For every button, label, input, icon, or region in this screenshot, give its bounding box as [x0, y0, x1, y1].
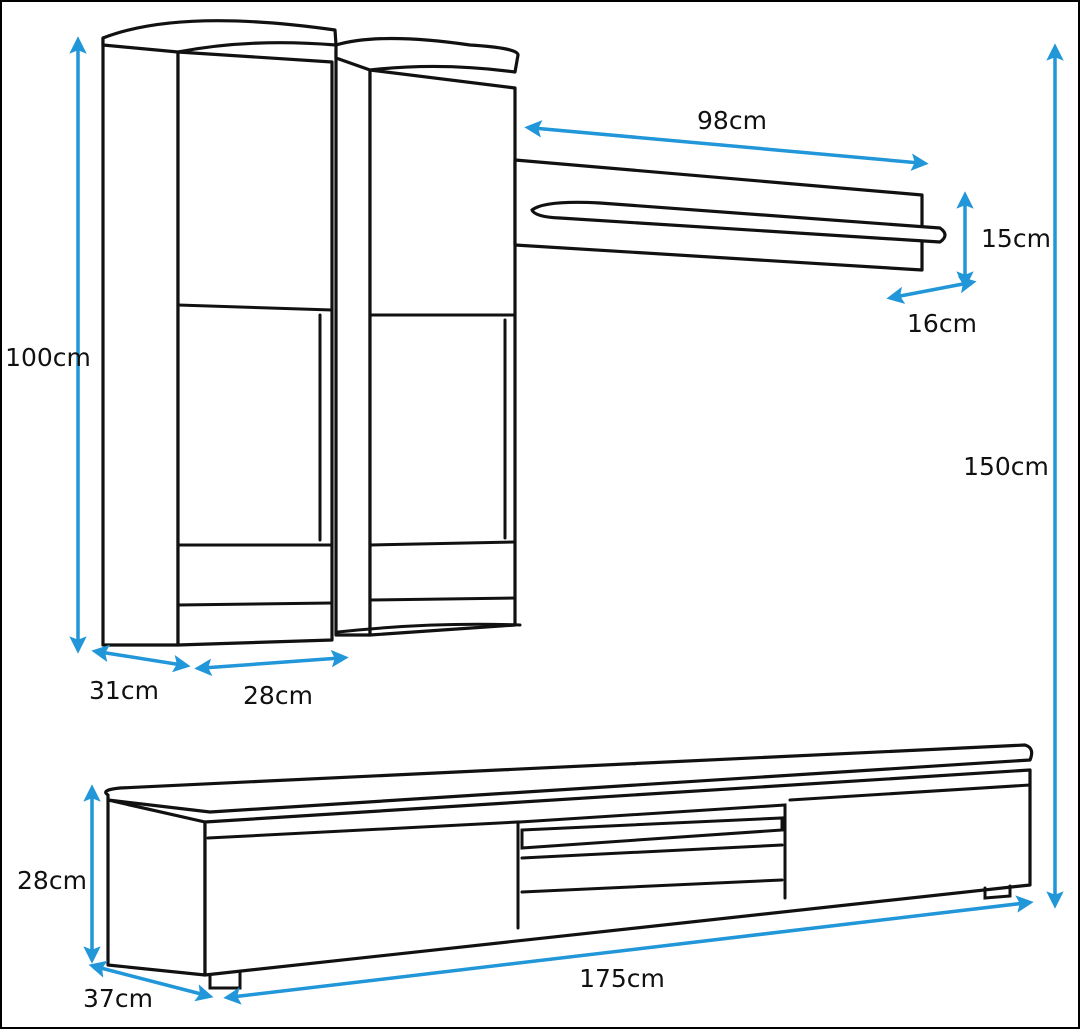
tv-stand-width-arrow: [223, 895, 1034, 1005]
floating-shelf: [513, 158, 947, 272]
shelf-width-arrow: [524, 120, 929, 171]
shelf-height-label: 15cm: [981, 224, 1051, 253]
tv-stand-width-label: 175cm: [579, 964, 665, 993]
cabinet-depth-arrow: [91, 644, 191, 673]
cabinet-width-label: 28cm: [243, 681, 313, 710]
middle-wall-cabinet: [334, 36, 522, 637]
shelf-width-label: 98cm: [697, 106, 767, 135]
shelf-depth-arrow: [886, 276, 977, 304]
tv-stand-height-label: 28cm: [17, 866, 87, 895]
shelf-depth-label: 16cm: [907, 309, 977, 338]
total-height-label: 150cm: [963, 452, 1049, 481]
cabinet-width-arrow: [194, 649, 349, 677]
left-wall-cabinet: [101, 19, 338, 647]
cabinet-depth-label: 31cm: [89, 676, 159, 705]
cabinet-height-label: 100cm: [5, 343, 91, 372]
tv-stand-depth-arrow: [88, 960, 214, 1002]
tv-stand-depth-label: 37cm: [83, 984, 153, 1013]
tv-stand: [104, 743, 1034, 990]
